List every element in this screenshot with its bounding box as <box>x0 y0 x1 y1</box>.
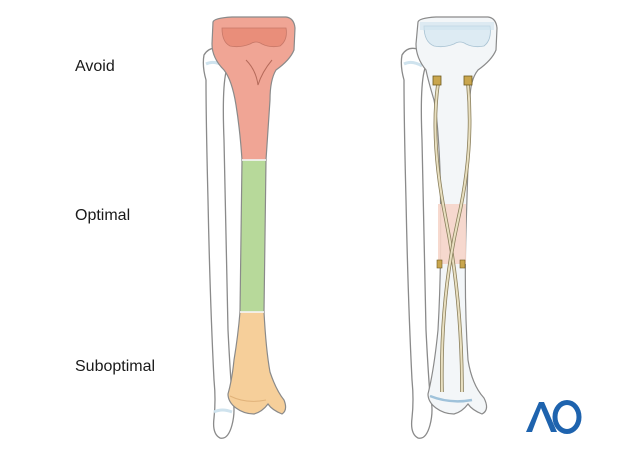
suboptimal-label: Suboptimal <box>75 358 156 375</box>
suboptimal-zone <box>227 311 287 415</box>
elastic-nail-2 <box>440 83 471 393</box>
optimal-label: Optimal <box>75 207 131 224</box>
tibia-right <box>415 16 498 415</box>
avoid-zone <box>211 16 296 161</box>
avoid-label: Avoid <box>75 58 115 75</box>
ao-logo-mark <box>526 400 582 434</box>
tibia-left <box>211 16 296 415</box>
fibula-right <box>400 47 433 439</box>
elastic-nail-1 <box>434 83 463 393</box>
